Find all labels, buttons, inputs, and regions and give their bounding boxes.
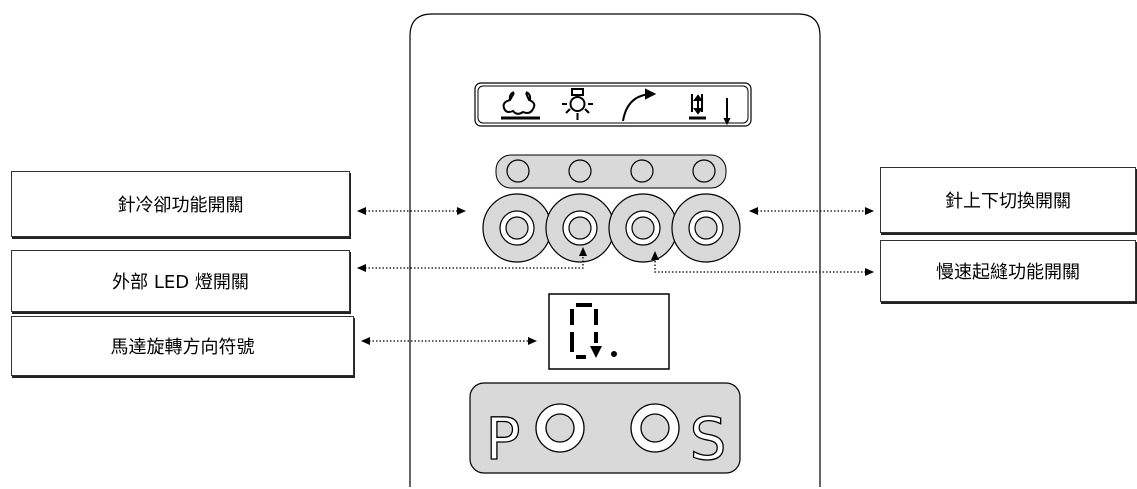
- label-external-led: 外部 LED 燈開關: [11, 250, 350, 312]
- slow-start-curve-icon: [622, 88, 657, 122]
- indicator-led: [692, 159, 716, 183]
- connector-slow-start: [651, 251, 874, 276]
- indicator-led: [630, 159, 654, 183]
- s-key[interactable]: S: [689, 404, 727, 473]
- label-slow-start: 慢速起縫功能開關: [880, 240, 1136, 302]
- indicator-led-strip: [495, 154, 727, 189]
- indicator-led: [568, 159, 592, 183]
- needle-up-down-icon: [689, 94, 731, 126]
- lamp-icon: [562, 88, 593, 120]
- p-key[interactable]: P: [485, 404, 521, 473]
- circle-key-2[interactable]: [630, 403, 680, 453]
- external-led-button[interactable]: [545, 193, 615, 263]
- panel-outline: [409, 13, 821, 487]
- indicator-led: [506, 159, 530, 183]
- slow-start-button[interactable]: [608, 193, 678, 263]
- label-motor-direction: 馬達旋轉方向符號: [11, 316, 354, 376]
- label-needle-cooling-text: 針冷卻功能開關: [117, 195, 244, 216]
- seven-segment-display: [548, 293, 670, 370]
- connector-external-led: [357, 247, 587, 272]
- label-slow-start-text: 慢速起縫功能開關: [936, 262, 1080, 283]
- needle-up-down-button[interactable]: [671, 193, 741, 263]
- icon-strip: [474, 82, 752, 127]
- direction-arrow-segment: [590, 346, 602, 358]
- digit-segments: [570, 303, 598, 359]
- label-needle-cooling: 針冷卻功能開關: [11, 171, 350, 237]
- circle-key-1[interactable]: [535, 403, 585, 453]
- needle-cooling-icon: [501, 91, 540, 120]
- label-needle-up-down: 針上下切換開關: [880, 167, 1136, 233]
- display-dot: [611, 351, 617, 357]
- bottom-key-panel: P S: [469, 382, 741, 474]
- label-motor-direction-text: 馬達旋轉方向符號: [110, 337, 255, 358]
- needle-cooling-button[interactable]: [482, 193, 552, 263]
- label-external-led-text: 外部 LED 燈開關: [112, 272, 249, 293]
- label-needle-up-down-text: 針上下切換開關: [945, 191, 1071, 212]
